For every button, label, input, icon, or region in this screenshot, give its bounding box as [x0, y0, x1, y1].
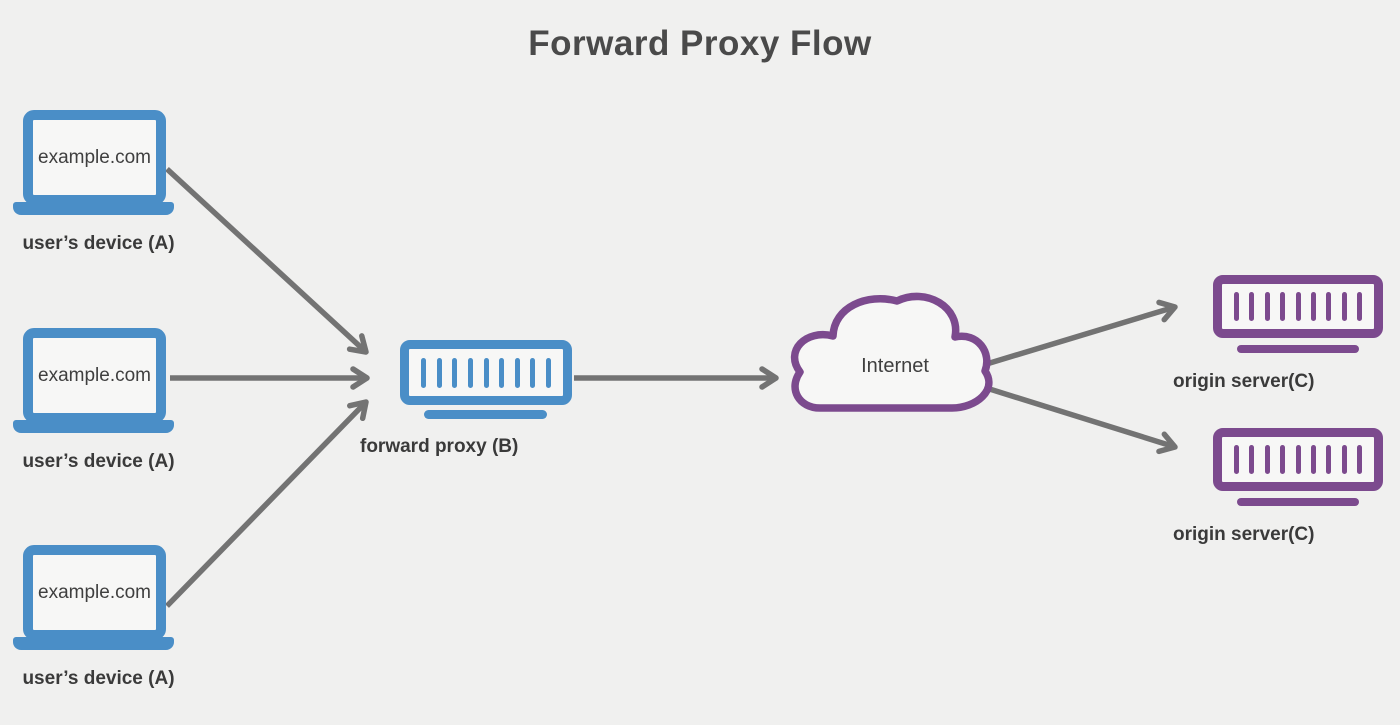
- server-base: [1237, 498, 1359, 506]
- laptop-icon: example.com: [23, 328, 166, 423]
- laptop-base: [13, 420, 174, 433]
- laptop-icon: example.com: [23, 110, 166, 205]
- server-icon: [1213, 275, 1383, 338]
- arrow-device1-to-proxy: [165, 166, 369, 355]
- device-screen-text: example.com: [38, 146, 151, 168]
- cloud-icon: [790, 292, 993, 412]
- device-label: user’s device (A): [22, 668, 175, 689]
- server-base: [424, 410, 547, 419]
- laptop-base: [13, 637, 174, 650]
- device-screen-text: example.com: [38, 581, 151, 603]
- proxy-label: forward proxy (B): [360, 436, 519, 457]
- origin-server-label: origin server(C): [1173, 524, 1315, 545]
- arrow-internet-to-origin1: [979, 299, 1178, 369]
- internet-label: Internet: [861, 355, 929, 377]
- arrow-device3-to-proxy: [165, 399, 369, 608]
- server-icon: [1213, 428, 1383, 491]
- server-icon: [400, 340, 572, 405]
- diagram-title: Forward Proxy Flow: [528, 24, 872, 63]
- device-screen-text: example.com: [38, 364, 151, 386]
- arrow-internet-to-origin2: [979, 383, 1178, 455]
- device-label: user’s device (A): [22, 233, 175, 254]
- device-label: user’s device (A): [22, 451, 175, 472]
- server-base: [1237, 345, 1359, 353]
- laptop-icon: example.com: [23, 545, 166, 640]
- laptop-base: [13, 202, 174, 215]
- origin-server-label: origin server(C): [1173, 371, 1315, 392]
